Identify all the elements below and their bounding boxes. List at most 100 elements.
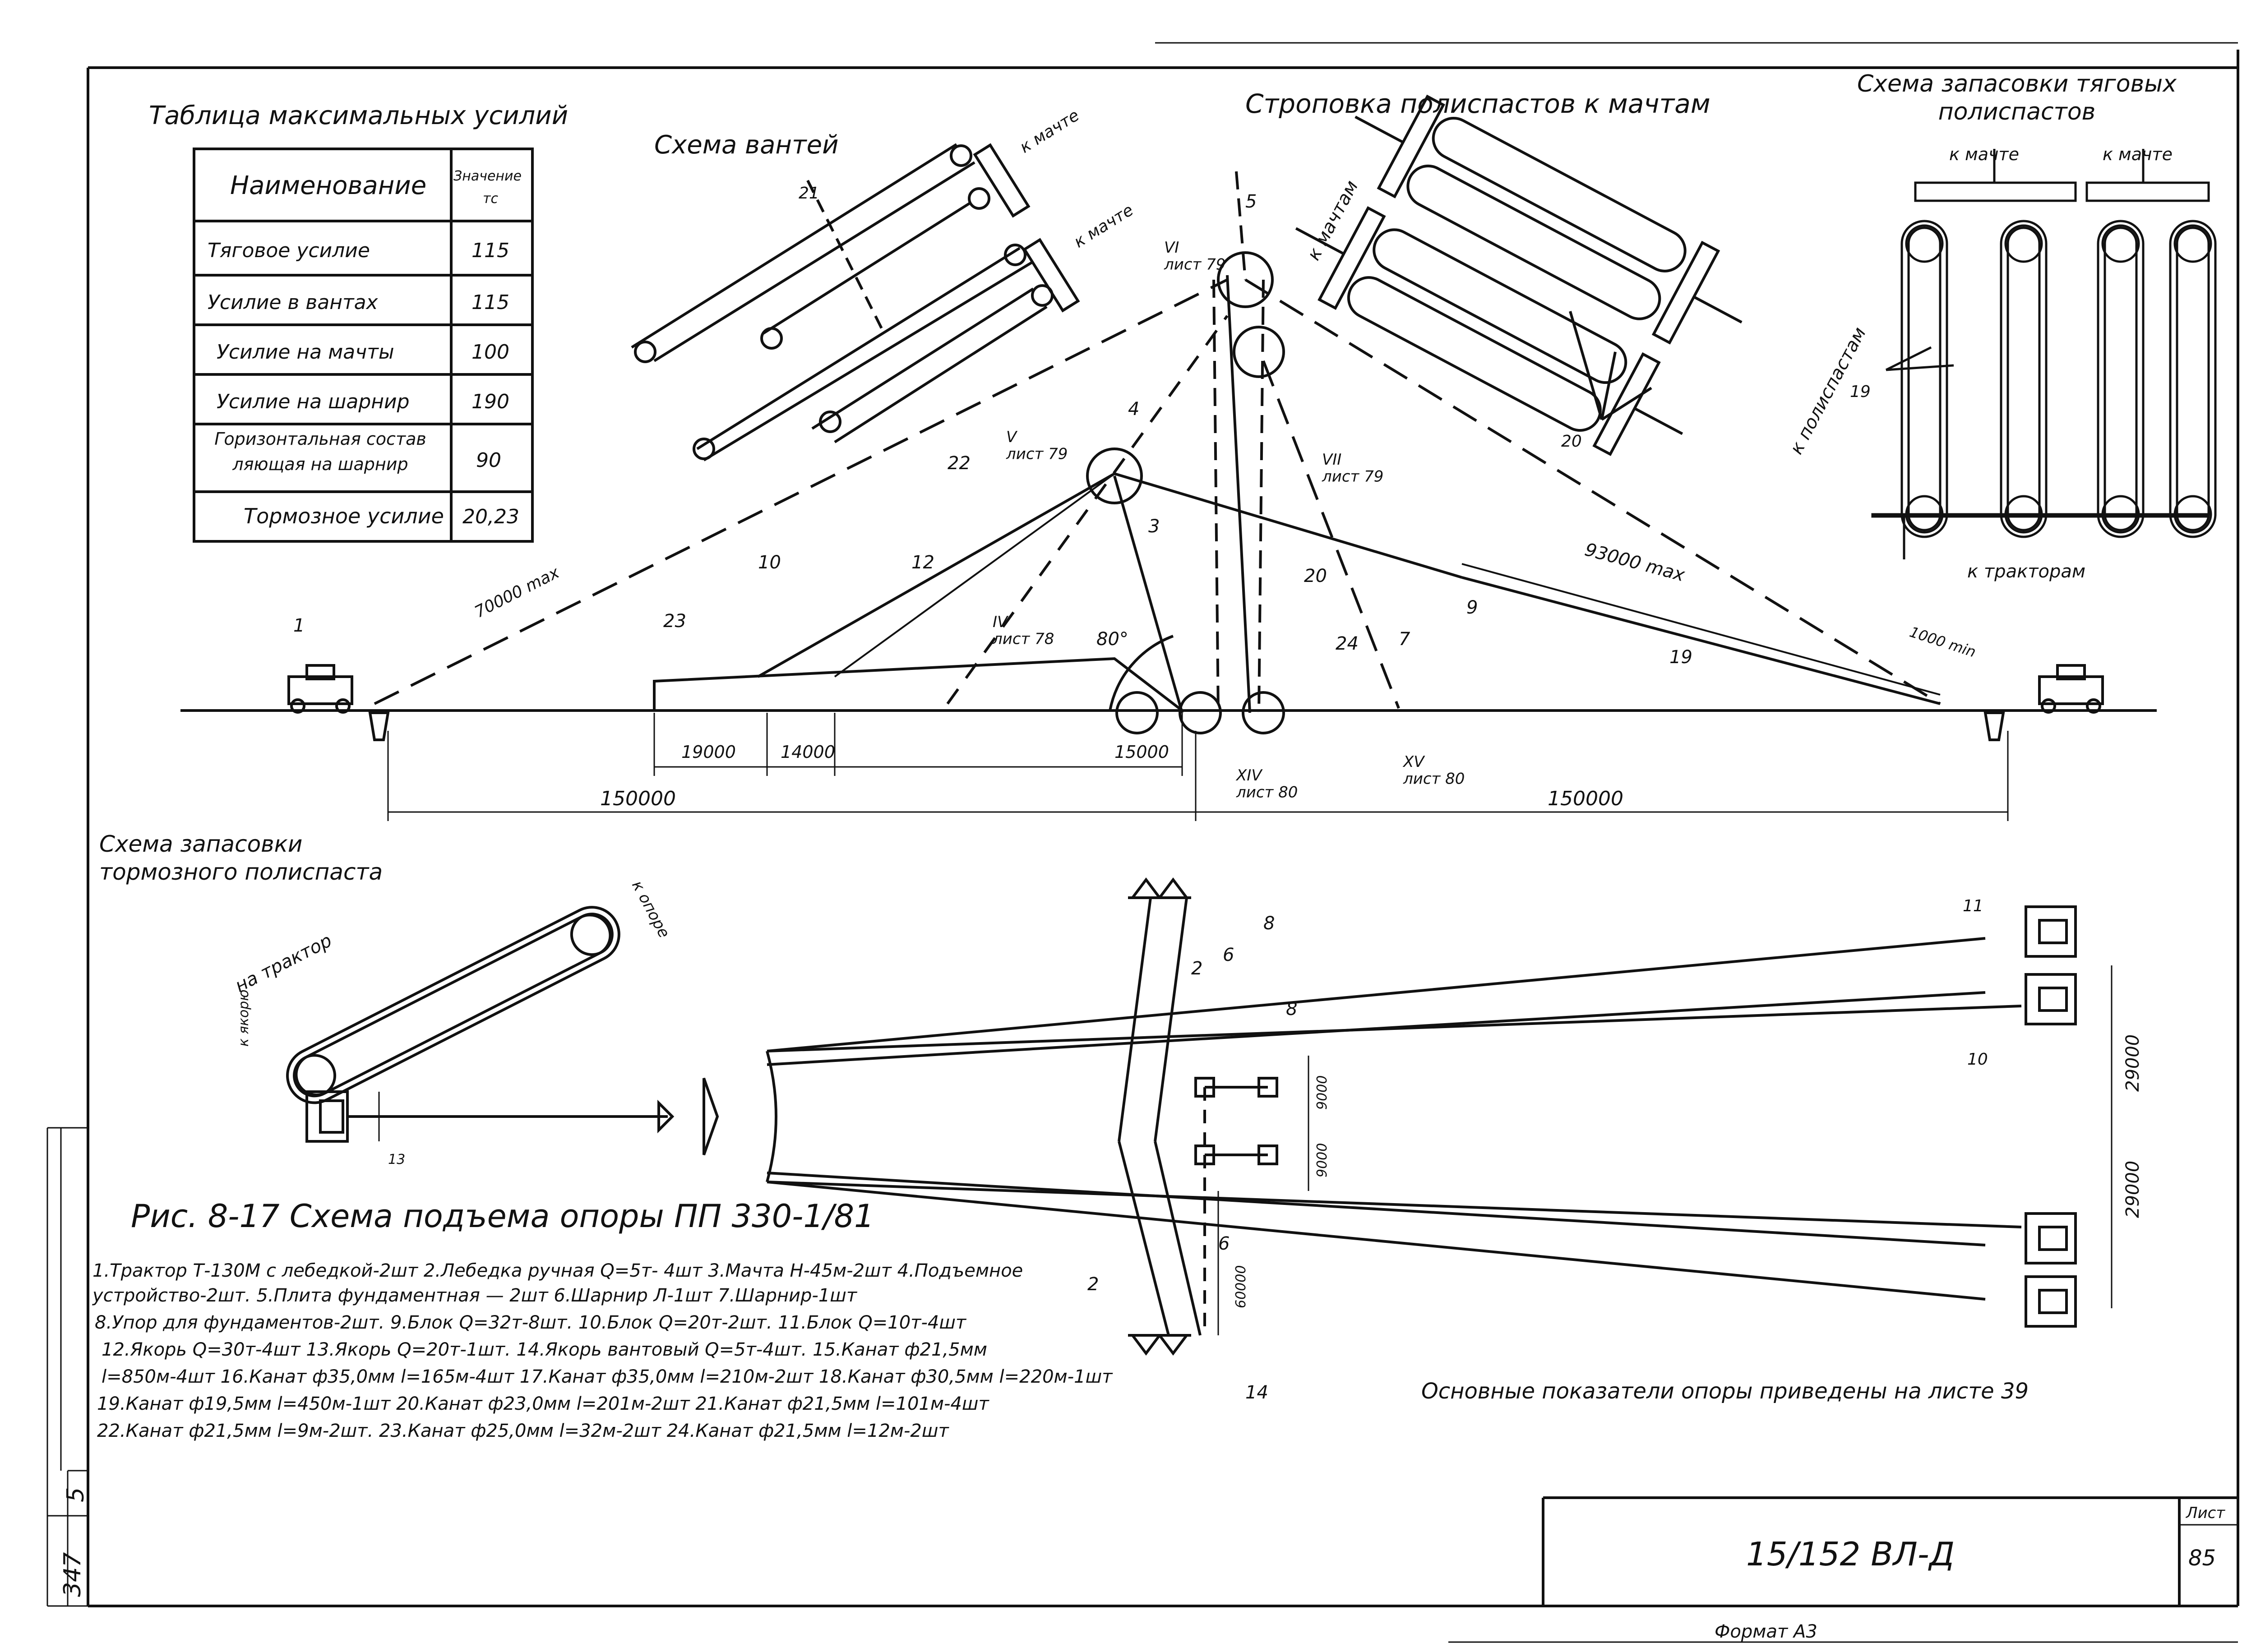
dim-150000-left: 150000 xyxy=(600,787,676,810)
legend-line: 12.Якорь Q=30т-4шт 13.Якорь Q=20т-1шт. 1… xyxy=(102,1339,987,1360)
dim-60000: 60000 xyxy=(1233,1265,1249,1308)
length-left-label: 70000 max xyxy=(472,563,562,622)
side-number-2: 5 xyxy=(62,1487,89,1502)
callout-4: 4 xyxy=(1128,399,1139,420)
to-anchor-label: к якорю xyxy=(236,990,252,1047)
format-label: Формат А3 xyxy=(1715,1621,1817,1642)
dim-9000-a: 9000 xyxy=(1314,1075,1330,1110)
legend-line: 1.Трактор Т-130М с лебедкой-2шт 2.Лебедк… xyxy=(92,1260,1023,1281)
length-right-label: 93000 max xyxy=(1582,539,1687,586)
dim-14000: 14000 xyxy=(781,742,835,762)
plan-view xyxy=(305,877,2113,1356)
to-tractors-label: к тракторам xyxy=(1967,561,2085,582)
table-row-name: Усилие в вантах xyxy=(208,291,379,314)
reeving-traction-title: Схема запасовки тяговых полиспастов xyxy=(1857,70,2177,125)
angle-label: 80° xyxy=(1096,629,1128,650)
to-support-label: к опоре xyxy=(628,877,673,941)
table-row-value: 190 xyxy=(472,390,509,413)
table-header-value: Значение xyxy=(453,168,522,184)
guys-scheme xyxy=(631,143,1080,461)
reeving-traction-title-wrap: Схема запасовки тяговых полиспастов xyxy=(1857,70,2177,125)
reeving-brake-title: Схема запасовки тормозного полиспаста xyxy=(99,831,383,885)
callout-10: 10 xyxy=(1967,1050,1988,1069)
callout-20: 24 xyxy=(1336,633,1359,654)
dim-29000-bot: 29000 xyxy=(2122,1161,2143,1218)
legend-line: устройство-2шт. 5.Плита фундаментная — 2… xyxy=(92,1285,858,1306)
sheet-label: Лист xyxy=(2185,1504,2225,1522)
dim-9000-b: 9000 xyxy=(1314,1143,1330,1177)
table-header-unit: тс xyxy=(483,191,498,207)
callout-11: 11 xyxy=(1963,897,1983,915)
drawing-frame xyxy=(46,42,2239,1643)
sheet-note: Основные показатели опоры приведены на л… xyxy=(1421,1379,2029,1404)
callout-17: 21 xyxy=(799,184,819,203)
callout-3: 3 xyxy=(1148,516,1160,537)
to-tractor-label: на трактор xyxy=(232,930,335,997)
callout-14: 14 xyxy=(1245,1382,1268,1403)
table-header-name: Наименование xyxy=(230,171,426,200)
callout-9: 9 xyxy=(1466,597,1478,618)
callout-13: 13 xyxy=(388,1152,405,1167)
table-row-name: Усилие на мачты xyxy=(217,341,394,364)
elevation-view xyxy=(180,171,2157,821)
tractor-right xyxy=(2038,664,2104,714)
table-row-value: 100 xyxy=(472,341,509,364)
table-row-name: Усилие на шарнир xyxy=(217,390,410,413)
callout-5: 2 xyxy=(1191,958,1202,979)
callout-15: 19 xyxy=(1669,647,1692,668)
forces-table xyxy=(193,148,534,543)
table-row-value: 115 xyxy=(472,239,509,262)
dim-19000: 19000 xyxy=(681,742,736,762)
to-mast-label: к мачте xyxy=(1071,201,1137,252)
traction-pulley-pair-1 xyxy=(1900,220,2217,538)
dim-150000-right: 150000 xyxy=(1548,787,1623,810)
callout-19: 23 xyxy=(663,611,686,632)
to-mast-label: к мачте xyxy=(1949,144,2019,164)
legend-line: l=850м-4шт 16.Канат ф35,0мм l=165м-4шт 1… xyxy=(102,1366,1113,1387)
callout-22: 5 xyxy=(1245,191,1257,212)
legend-line: 19.Канат ф19,5мм l=450м-1шт 20.Канат ф23… xyxy=(97,1394,990,1414)
figure-caption: Рис. 8-17 Схема подъема опоры ПП 330-1/8… xyxy=(131,1198,874,1235)
guys-scheme-title: Схема вантей xyxy=(654,130,838,160)
side-number: 347 xyxy=(59,1552,86,1597)
plan-tractors xyxy=(2025,905,2077,1328)
slinging-scheme xyxy=(1295,94,1743,456)
callout-16: 20 xyxy=(1561,432,1582,451)
callout-10: 10 xyxy=(758,552,781,573)
dim-29000-top: 29000 xyxy=(2122,1034,2143,1092)
legend-line: 22.Канат ф21,5мм l=9м-2шт. 23.Канат ф25,… xyxy=(97,1421,949,1441)
dim-15000: 15000 xyxy=(1114,742,1169,762)
slinging-title: Строповка полиспастов к мачтам xyxy=(1245,88,1710,119)
callout-23: 6 xyxy=(1223,945,1234,965)
to-mast-label: к мачте xyxy=(2103,144,2173,164)
callout-18: 22 xyxy=(948,453,971,474)
to-masts-label: к мачтам xyxy=(1303,177,1362,264)
callout-2: 8 xyxy=(1263,913,1275,934)
length-min-label: 1000 min xyxy=(1908,623,1978,660)
table-row-value: 20,23 xyxy=(462,505,519,528)
table-row-name: Тяговое усилие xyxy=(208,239,370,262)
sheet-number: 85 xyxy=(2188,1546,2216,1571)
callout-12: 12 xyxy=(911,552,934,573)
callout-16: 20 xyxy=(1304,566,1327,586)
table-row-name: Тормозное усилие xyxy=(244,504,444,528)
callout-24: 7 xyxy=(1399,629,1410,650)
table-row-value: 115 xyxy=(472,291,509,314)
callout-1: 1 xyxy=(293,615,305,636)
to-mast-label: к мачте xyxy=(1017,106,1082,157)
callout-8: 8 xyxy=(1286,999,1297,1020)
reeving-brake-title-wrap: Схема запасовки тормозного полиспаста xyxy=(99,831,383,885)
callout-15: 19 xyxy=(1850,383,1871,401)
legend-line: 8.Упор для фундаментов-2шт. 9.Блок Q=32т… xyxy=(95,1312,967,1333)
table-row-name-wrap: Горизонтальная состав ляющая на шарнир xyxy=(214,429,426,474)
callout-21: 2 xyxy=(1087,1274,1099,1295)
table-title: Таблица максимальных усилий xyxy=(149,101,568,130)
table-row-value: 90 xyxy=(476,449,501,472)
